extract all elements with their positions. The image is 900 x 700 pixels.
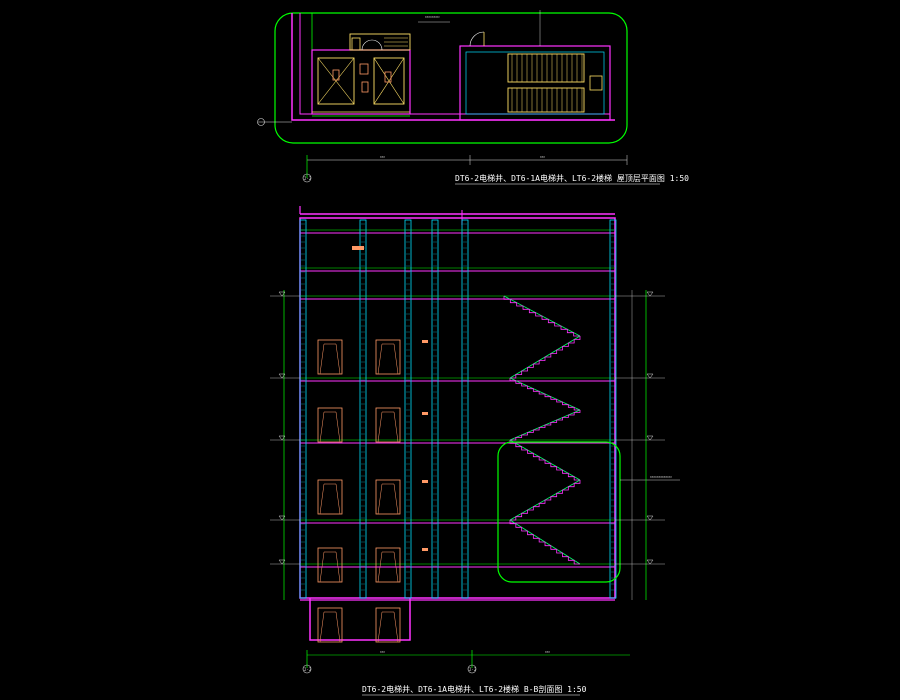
door-marker [422,340,428,343]
door-marker [422,548,428,551]
door-frame [317,607,343,643]
door-detail [319,551,341,583]
column [609,219,617,599]
stair-steps [509,378,580,411]
level-symbol [646,559,654,565]
stair-steps [510,480,581,521]
door-detail [319,483,341,515]
stair-steps [509,520,580,565]
column [461,219,469,599]
door-detail [377,343,399,375]
door-frame [317,479,343,515]
door-frame [375,607,401,643]
door-detail [377,611,399,643]
door-detail [319,411,341,443]
door-detail [319,611,341,643]
column [359,219,367,599]
door-frame [375,339,401,375]
grid-label-right: 2-2 [469,667,477,672]
door-marker [422,480,428,483]
grid-bubble [302,173,312,183]
level-symbol [278,515,286,521]
column [299,219,307,599]
level-symbol [278,373,286,379]
grid-bubble-left [302,664,312,674]
svg-text:▭▭▭▭▭▭▭▭▭: ▭▭▭▭▭▭▭▭▭ [650,474,672,479]
door-detail [319,343,341,375]
grid-bubble-right [467,664,477,674]
plan-title: DT6-2电梯井、DT6-1A电梯井、LT6-2楼梯 屋顶层平面图 1:50 [455,173,689,183]
level-symbol [646,291,654,297]
door-detail [377,483,399,515]
door-frame [317,407,343,443]
section-title: DT6-2电梯井、DT6-1A电梯井、LT6-2楼梯 B-B剖面图 1:50 [362,684,587,694]
door-frame [317,339,343,375]
stair-block [459,45,611,121]
stair-steps [510,410,581,441]
door-marker [352,246,364,250]
door-frame [375,479,401,515]
stair-steps [509,440,580,481]
svg-text:▭▭▭▭▭▭: ▭▭▭▭▭▭ [425,14,440,19]
section-bb: ▭▭▭▭▭▭▭▭▭ ▭▭ ▭▭ 2-2 2-2 DT6-2电梯井、DT6-1A电… [270,206,680,696]
level-symbol [646,435,654,441]
svg-text:▭▭: ▭▭ [380,649,385,654]
door-frame [375,407,401,443]
door-frame [317,547,343,583]
door-detail [377,411,399,443]
door-marker [422,412,428,415]
stair-steps [503,296,580,337]
door-detail [377,551,399,583]
roof-plan: ▭▭▭▭▭▭ 2-2 ▭▭ ▭▭ DT6-2电梯井、DT6-1A电梯井、LT6-… [257,10,689,185]
plan-frame [274,12,628,144]
svg-text:▭▭: ▭▭ [540,154,545,159]
grid-label: 2-2 [304,176,312,181]
level-symbol [278,291,286,297]
column [404,219,412,599]
svg-text:▭▭: ▭▭ [545,649,550,654]
level-symbol [646,515,654,521]
svg-text:▭▭: ▭▭ [380,154,385,159]
section-highlight-frame [497,441,621,583]
level-symbol [278,435,286,441]
grid-label-left: 2-2 [304,667,312,672]
level-symbol [646,373,654,379]
column [431,219,439,599]
level-symbol [278,559,286,565]
door-frame [375,547,401,583]
stair-steps [510,336,581,379]
